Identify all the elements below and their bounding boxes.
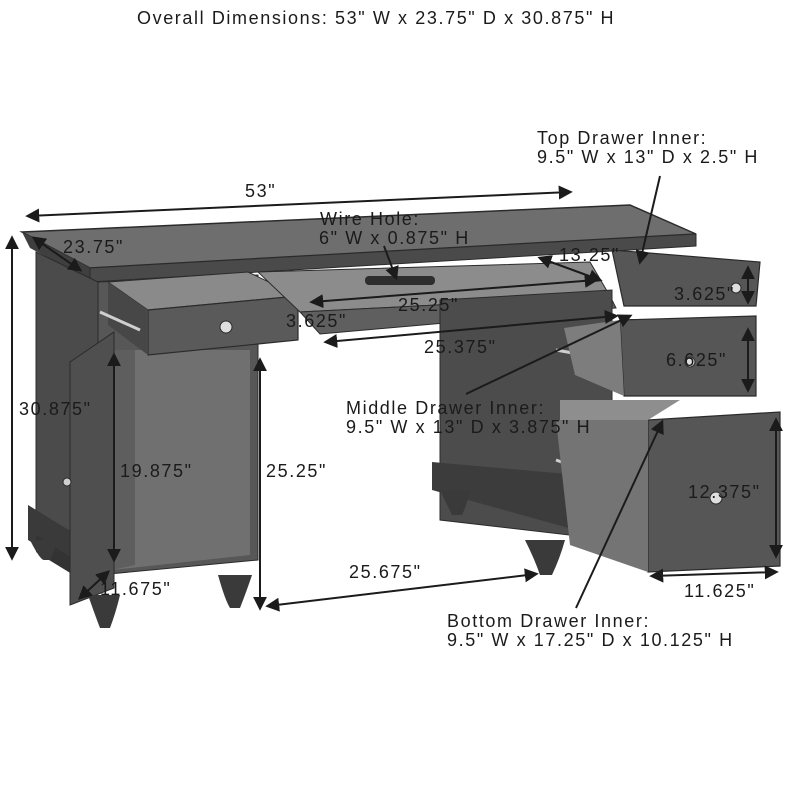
left-pedestal-depth-label: 11.675" (100, 579, 172, 599)
top-drawer-height-label: 3.625" (674, 284, 736, 304)
middle-drawer-callout-title: Middle Drawer Inner: (346, 398, 546, 418)
wire-hole-callout: Wire Hole: 6" W x 0.875" H (319, 210, 470, 248)
drawer-depth-label: 13.25" (559, 245, 621, 265)
dimension-lines (5, 175, 783, 612)
tray-front-label: 25.375" (424, 337, 497, 357)
wire-hole-callout-title: Wire Hole: (320, 209, 421, 229)
right-pedestal-depth-label: 11.625" (684, 581, 756, 601)
width-label: 53" (245, 181, 277, 201)
tray-height-label: 3.625" (286, 311, 348, 331)
bottom-drawer-height-label: 12.375" (688, 482, 761, 502)
bottom-drawer-callout: Bottom Drawer Inner: 9.5" W x 17.25" D x… (447, 612, 734, 650)
cabinet-inner-height-label: 19.875" (120, 461, 193, 481)
left-drawer (106, 271, 300, 356)
knee-height-label: 25.25" (266, 461, 328, 481)
wire-hole-callout-dims: 6" W x 0.875" H (319, 228, 470, 248)
left-pedestal (28, 251, 259, 628)
height-label: 30.875" (19, 399, 92, 419)
knee-width-label: 25.675" (349, 562, 422, 582)
middle-drawer-callout: Middle Drawer Inner: 9.5" W x 13" D x 3.… (346, 399, 591, 437)
tray-width-label: 25.25" (398, 295, 460, 315)
middle-drawer-height-label: 6.625" (666, 350, 728, 370)
depth-label: 23.75" (63, 237, 125, 257)
top-drawer-callout-title: Top Drawer Inner: (537, 128, 708, 148)
bottom-drawer-callout-dims: 9.5" W x 17.25" D x 10.125" H (447, 630, 734, 650)
bottom-drawer-callout-title: Bottom Drawer Inner: (447, 611, 651, 631)
bottom-drawer (556, 400, 781, 573)
top-drawer-callout-dims: 9.5" W x 13" D x 2.5" H (537, 147, 760, 167)
overall-dimensions-title: Overall Dimensions: 53" W x 23.75" D x 3… (137, 8, 616, 28)
top-drawer-callout: Top Drawer Inner: 9.5" W x 13" D x 2.5" … (537, 129, 759, 167)
middle-drawer-callout-dims: 9.5" W x 13" D x 3.875" H (346, 417, 592, 437)
